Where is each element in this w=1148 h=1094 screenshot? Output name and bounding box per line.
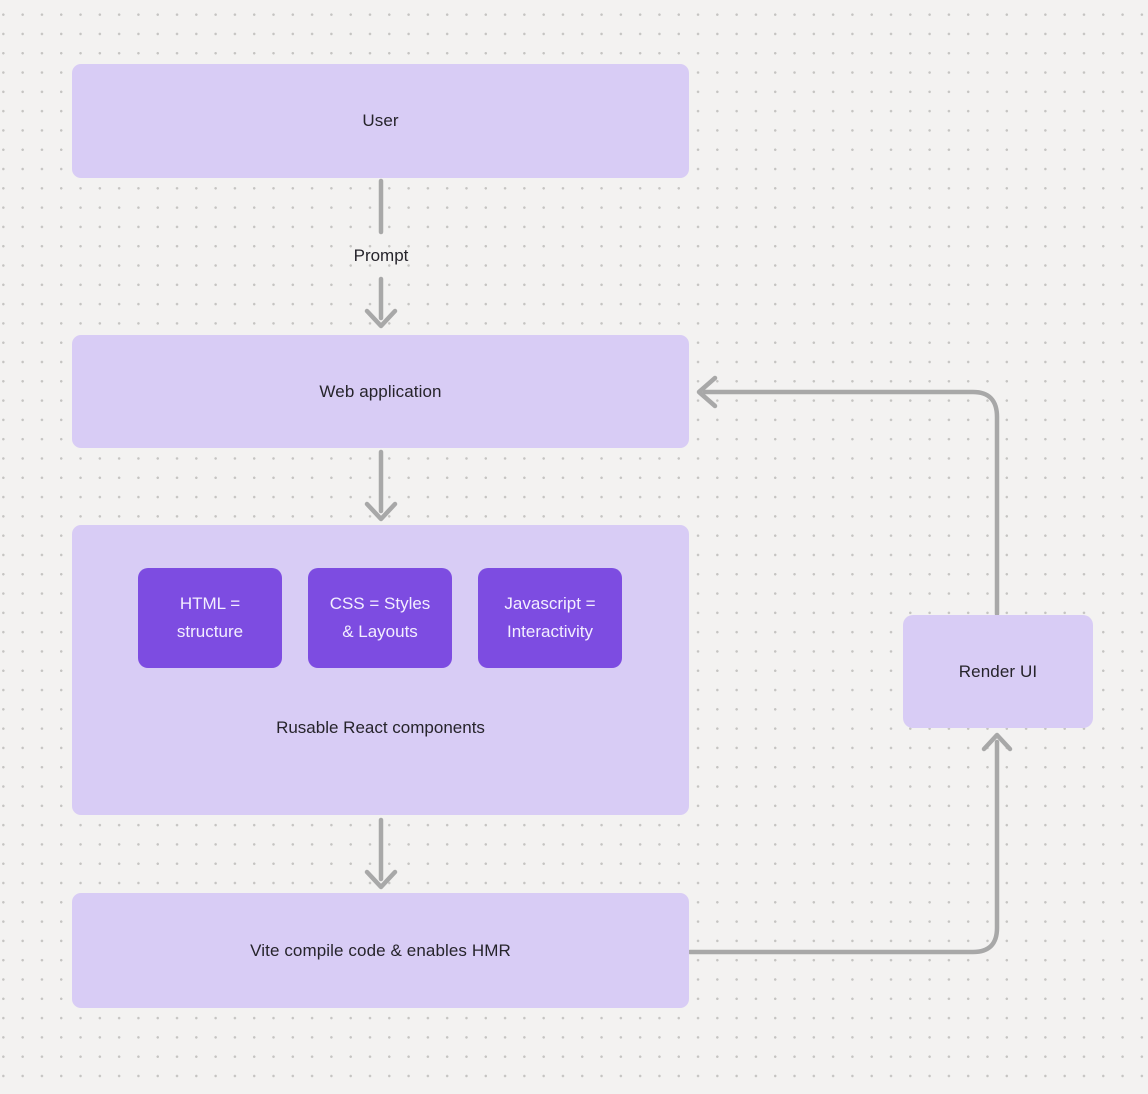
node-components-group: HTML = structure CSS = Styles & Layouts …	[72, 525, 689, 815]
node-user: User	[72, 64, 689, 178]
edge-prompt-to-web-arrow	[364, 276, 398, 329]
node-vite-compile: Vite compile code & enables HMR	[72, 893, 689, 1008]
chip-html-structure: HTML = structure	[138, 568, 282, 668]
edge-render-to-web-arrow	[696, 375, 1000, 617]
edge-components-to-vite-arrow	[364, 817, 398, 890]
edge-web-to-components-arrow	[364, 449, 398, 522]
edge-vite-to-render-arrow	[687, 732, 1013, 955]
edge-label-prompt: Prompt	[353, 246, 409, 265]
components-group-caption: Rusable React components	[276, 718, 485, 737]
chip-css-styles: CSS = Styles & Layouts	[308, 568, 452, 668]
node-web-application: Web application	[72, 335, 689, 448]
node-render-ui: Render UI	[903, 615, 1093, 728]
chip-javascript-interactivity: Javascript = Interactivity	[478, 568, 622, 668]
